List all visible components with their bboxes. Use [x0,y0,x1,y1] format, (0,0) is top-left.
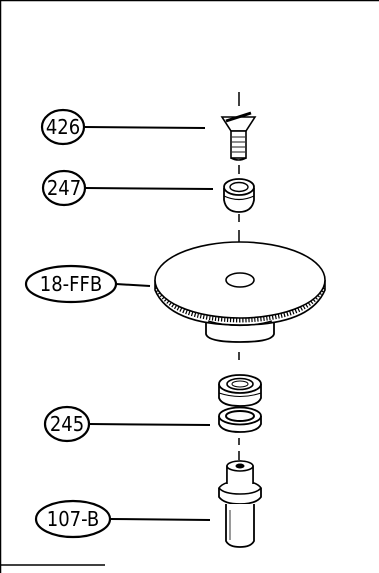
callout-18ffb-label: 18-FFB [40,272,102,296]
collar-part [223,178,255,213]
screw-part [220,111,257,161]
callout-107b-label: 107-B [47,507,99,531]
bearing-lower-part [218,406,262,433]
callout-107b: 107-B [34,499,211,539]
callout-245: 245 [43,405,211,443]
handwheel-part [154,241,326,343]
callout-247: 247 [41,169,214,207]
bushing-part [217,460,263,548]
callout-247-label: 247 [47,176,81,200]
callout-426: 426 [40,108,206,146]
callout-426-label: 426 [46,115,80,139]
bearing-upper-part [218,374,262,407]
callout-245-label: 245 [50,412,84,436]
callout-18ffb: 18-FFB [24,264,151,304]
